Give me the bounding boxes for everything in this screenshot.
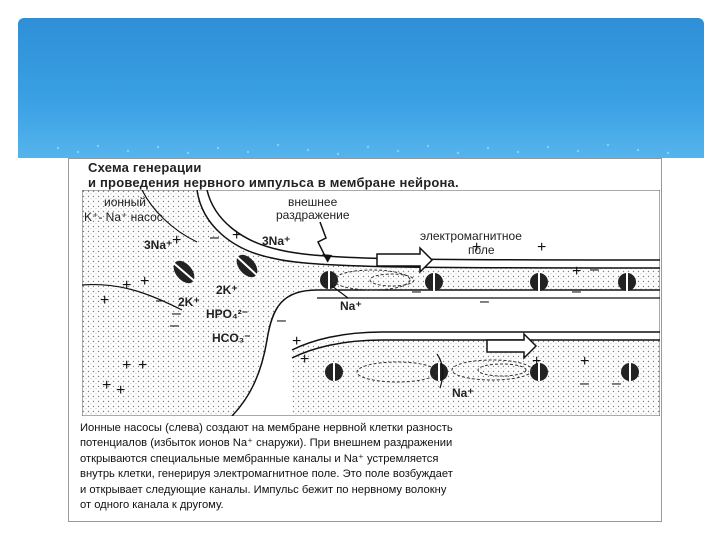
- charge-signs: +– + ++ +– –– ++ ++ –++ ++ +– –– – ++ ––: [100, 227, 621, 399]
- stimulus-arrow: [316, 221, 329, 263]
- caption-line: Ионные насосы (слева) создают на мембран…: [80, 422, 453, 434]
- fiber-membrane-top-inner: [291, 339, 660, 359]
- figure-caption: Ионные насосы (слева) создают на мембран…: [80, 421, 650, 513]
- label-field-line1: электромагнитное: [420, 229, 522, 243]
- svg-text:+: +: [122, 277, 131, 294]
- membrane-curve-left: [141, 190, 198, 243]
- svg-text:–: –: [580, 375, 589, 392]
- ion-pump-left: [169, 259, 199, 285]
- ion-pump-right: [233, 253, 261, 279]
- na-inflow-arrow-upper: [331, 285, 349, 299]
- label-2k-lower: 2K⁺: [178, 295, 200, 309]
- caption-line: потенциалов (избыток ионов Na⁺ снаружи).…: [80, 437, 453, 450]
- fiber-membrane-top: [291, 331, 660, 351]
- svg-text:+: +: [532, 353, 541, 370]
- field-arrow-lower: [486, 332, 538, 360]
- label-field-line2: поле: [468, 243, 495, 257]
- label-3na-mid: 3Na⁺: [262, 234, 291, 248]
- svg-text:–: –: [170, 317, 179, 334]
- field-loop-upper-1: [333, 269, 411, 291]
- na-channel-upper-2: [425, 273, 443, 291]
- label-hco3: HCO₃⁻: [212, 331, 251, 345]
- svg-text:+: +: [116, 382, 125, 399]
- svg-text:+: +: [572, 263, 581, 280]
- na-channel-upper-3: [530, 273, 548, 291]
- svg-text:–: –: [612, 375, 621, 392]
- field-loop-lower-3: [477, 363, 527, 377]
- svg-text:+: +: [122, 357, 131, 374]
- caption-line: внутрь клетки, генерируя электромагнитно…: [80, 468, 453, 481]
- svg-text:–: –: [210, 229, 219, 246]
- membrane-curve-left2: [82, 283, 183, 311]
- field-arrow-upper: [376, 246, 434, 274]
- label-pump-line2: K⁺- Na⁺ насос: [84, 210, 163, 224]
- caption-line: открываются специальные мембранные канал…: [80, 452, 439, 465]
- caption-line: от одного канала к другому.: [80, 499, 224, 512]
- label-pump-line1: ионный: [104, 195, 146, 209]
- svg-text:+: +: [100, 292, 109, 309]
- svg-text:+: +: [580, 353, 589, 370]
- svg-text:+: +: [138, 357, 147, 374]
- na-channel-upper-1: [320, 271, 338, 289]
- header-dot-pattern: [56, 143, 670, 156]
- field-loop-lower-2: [451, 359, 533, 381]
- axon-hillock-membrane: [231, 289, 318, 416]
- left-cell-speckle: [82, 190, 660, 416]
- na-channel-lower-3: [530, 363, 548, 381]
- field-loop-lower-1: [356, 361, 438, 383]
- na-inflow-arrow-lower: [436, 353, 444, 389]
- label-hpo4: HPO₄²⁻: [206, 307, 249, 321]
- svg-text:–: –: [277, 312, 286, 329]
- svg-text:+: +: [300, 351, 309, 368]
- svg-text:–: –: [156, 292, 165, 309]
- caption-line: и открывает следующие каналы. Импульс бе…: [80, 483, 447, 496]
- svg-text:+: +: [292, 333, 301, 350]
- label-stimulus-line2: раздражение: [276, 208, 350, 222]
- na-channel-lower-2: [430, 363, 448, 381]
- na-channel-lower-1: [325, 363, 343, 381]
- svg-text:–: –: [412, 283, 421, 300]
- svg-text:–: –: [572, 283, 581, 300]
- svg-text:+: +: [537, 239, 546, 256]
- membrane-inner-upper: [206, 190, 660, 261]
- figure-title-line2: и проведения нервного импульса в мембран…: [88, 175, 459, 190]
- label-2k-upper: 2K⁺: [216, 283, 238, 297]
- na-channel-lower-4: [621, 363, 639, 381]
- svg-text:–: –: [172, 305, 181, 322]
- svg-text:+: +: [232, 227, 241, 244]
- neuron-membrane-diagram: +– + ++ +– –– ++ ++ –++ ++ +– –– – ++ ––: [82, 190, 660, 416]
- svg-text:+: +: [172, 232, 181, 249]
- na-channel-upper-4: [618, 273, 636, 291]
- label-stimulus-line1: внешнее: [288, 195, 338, 209]
- slide-header-band: [18, 18, 704, 158]
- field-loop-upper-2: [369, 273, 415, 287]
- label-3na-left: 3Na⁺: [144, 238, 173, 252]
- figure-title-line1: Схема генерации: [88, 160, 202, 175]
- lower-fiber-speckle: [292, 340, 660, 416]
- membrane-outer-upper: [196, 190, 660, 269]
- svg-text:–: –: [480, 293, 489, 310]
- label-na-upper: Na⁺: [340, 299, 362, 313]
- svg-text:+: +: [102, 377, 111, 394]
- label-na-lower: Na⁺: [452, 386, 474, 400]
- svg-text:+: +: [140, 273, 149, 290]
- svg-text:+: +: [472, 239, 481, 256]
- svg-text:–: –: [590, 261, 599, 278]
